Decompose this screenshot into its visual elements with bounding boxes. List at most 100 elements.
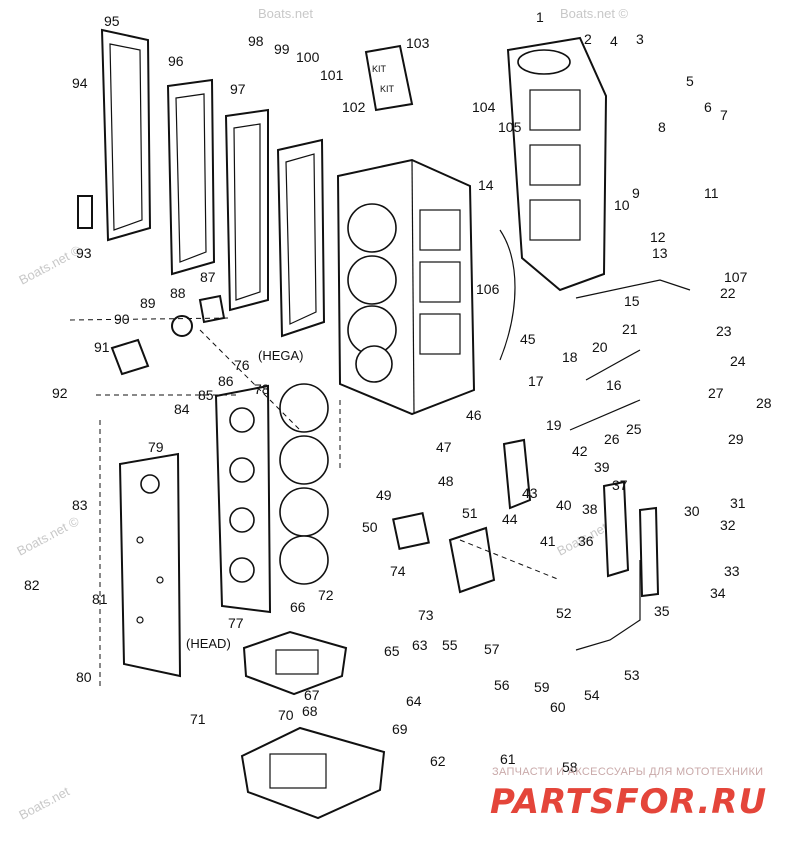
callout-label-3: 3	[636, 31, 644, 47]
callout-label-39: 39	[594, 459, 610, 475]
callout-label-72: 72	[318, 587, 334, 603]
callout-label-6: 6	[704, 99, 712, 115]
callout-label-25: 25	[626, 421, 642, 437]
watermark: Boats.net ©	[560, 6, 629, 21]
callout-label-17: 17	[528, 373, 544, 389]
callout-label-16: 16	[606, 377, 622, 393]
callout-label-50: 50	[362, 519, 378, 535]
callout-label-81: 81	[92, 591, 108, 607]
callout-label-94: 94	[72, 75, 88, 91]
exhaust-plate-96	[166, 78, 216, 276]
callout-label-96: 96	[168, 53, 184, 69]
head-cover	[118, 452, 182, 678]
callout-label-97: 97	[230, 81, 246, 97]
callout-label-29: 29	[728, 431, 744, 447]
gasket-87	[198, 294, 226, 324]
callout-label-28: 28	[756, 395, 772, 411]
callout-label-35: 35	[654, 603, 670, 619]
callout-label-22: 22	[720, 285, 736, 301]
brand-tagline: ЗАПЧАСТИ И АКСЕССУАРЫ ДЛЯ МОТОТЕХНИКИ	[492, 766, 764, 778]
callout-label-107: 107	[724, 269, 748, 285]
callout-label-38: 38	[582, 501, 598, 517]
callout-label-95: 95	[104, 13, 120, 29]
callout-label-92: 92	[52, 385, 68, 401]
callout-label-68: 68	[302, 703, 318, 719]
callout-label-77: 77	[228, 615, 244, 631]
callout-label-88: 88	[170, 285, 186, 301]
callout-label-20: 20	[592, 339, 608, 355]
callout-label-18: 18	[562, 349, 578, 365]
gasket-93	[77, 195, 93, 229]
callout-label-101: 101	[320, 67, 344, 83]
callout-label-45: 45	[520, 331, 536, 347]
callout-label-54: 54	[584, 687, 600, 703]
callout-label-82: 82	[24, 577, 40, 593]
callout-label-2: 2	[584, 31, 592, 47]
callout-label-19: 19	[546, 417, 562, 433]
hega-note: (HEGA)	[258, 348, 304, 363]
cover-50	[392, 512, 430, 550]
callout-label-76: 76	[234, 357, 250, 373]
callout-label-36: 36	[578, 533, 594, 549]
callout-label-69: 69	[392, 721, 408, 737]
callout-label-87: 87	[200, 269, 216, 285]
callout-label-37: 37	[612, 477, 628, 493]
watermark: Boats.net ©	[14, 513, 82, 558]
callout-label-9: 9	[632, 185, 640, 201]
cylinder-block	[336, 158, 476, 416]
callout-label-53: 53	[624, 667, 640, 683]
callout-label-102: 102	[342, 99, 366, 115]
callout-label-90: 90	[114, 311, 130, 327]
callout-label-33: 33	[724, 563, 740, 579]
rod-20	[585, 349, 641, 381]
callout-label-8: 8	[658, 119, 666, 135]
callout-label-4: 4	[610, 33, 618, 49]
thermostat	[171, 315, 193, 337]
callout-label-66: 66	[290, 599, 306, 615]
callout-label-105: 105	[498, 119, 522, 135]
callout-label-84: 84	[174, 401, 190, 417]
lever-43	[502, 438, 532, 510]
watermark: Boats.net	[258, 6, 313, 21]
callout-label-55: 55	[442, 637, 458, 653]
callout-label-58: 58	[562, 759, 578, 775]
callout-label-32: 32	[720, 517, 736, 533]
callout-label-73: 73	[418, 607, 434, 623]
callout-label-14: 14	[478, 177, 494, 193]
callout-label-91: 91	[94, 339, 110, 355]
callout-label-46: 46	[466, 407, 482, 423]
callout-label-41: 41	[540, 533, 556, 549]
callout-label-15: 15	[624, 293, 640, 309]
head-gasket	[279, 383, 329, 585]
callout-label-71: 71	[190, 711, 206, 727]
repair-kit-card: KIT KIT	[364, 44, 414, 112]
callout-label-93: 93	[76, 245, 92, 261]
callout-label-10: 10	[614, 197, 630, 213]
callout-label-26: 26	[604, 431, 620, 447]
callout-label-51: 51	[462, 505, 478, 521]
callout-label-49: 49	[376, 487, 392, 503]
callout-label-104: 104	[472, 99, 496, 115]
callout-label-64: 64	[406, 693, 422, 709]
thermostat-cover	[110, 338, 150, 376]
callout-label-48: 48	[438, 473, 454, 489]
callout-label-85: 85	[198, 387, 214, 403]
cylinder-head	[214, 384, 272, 614]
callout-label-78: 78	[254, 381, 270, 397]
crankcase	[506, 36, 608, 292]
callout-label-62: 62	[430, 753, 446, 769]
callout-label-24: 24	[730, 353, 746, 369]
callout-label-61: 61	[500, 751, 516, 767]
callout-label-57: 57	[484, 641, 500, 657]
gasket-97	[224, 108, 269, 312]
exhaust-cover-gasket-95	[100, 28, 152, 242]
callout-label-86: 86	[218, 373, 234, 389]
linkage-rod	[575, 279, 691, 299]
adapter-plate	[242, 630, 348, 696]
callout-label-52: 52	[556, 605, 572, 621]
callout-label-12: 12	[650, 229, 666, 245]
cover-51	[448, 526, 496, 594]
